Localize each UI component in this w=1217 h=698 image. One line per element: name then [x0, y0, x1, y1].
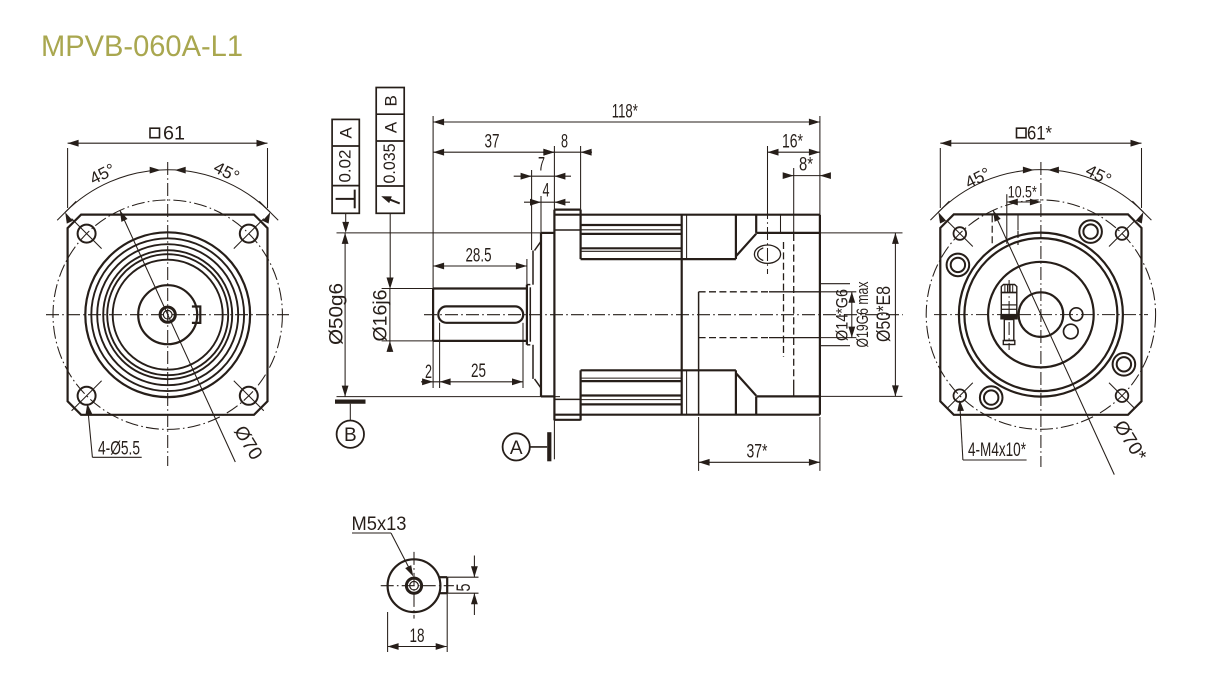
svg-text:118*: 118* — [612, 101, 638, 122]
svg-text:28.5: 28.5 — [466, 245, 492, 266]
svg-text:Ø16j6: Ø16j6 — [371, 290, 392, 342]
svg-text:7: 7 — [538, 155, 545, 176]
svg-text:B: B — [344, 425, 357, 446]
svg-text:Ø14*G6: Ø14*G6 — [834, 289, 852, 341]
svg-text:0.02: 0.02 — [337, 150, 355, 183]
svg-text:MPVB-060A-L1: MPVB-060A-L1 — [41, 30, 243, 63]
svg-text:8*: 8* — [799, 155, 813, 176]
svg-text:61*: 61* — [1027, 124, 1053, 145]
svg-text:A: A — [382, 121, 401, 133]
svg-text:M5x13: M5x13 — [352, 514, 407, 535]
svg-text:Ø50*E8: Ø50*E8 — [874, 286, 895, 342]
svg-text:B: B — [382, 95, 401, 106]
svg-text:37*: 37* — [747, 442, 768, 463]
svg-text:4-M4x10*: 4-M4x10* — [968, 440, 1026, 461]
svg-text:A: A — [337, 126, 356, 138]
svg-text:25: 25 — [471, 361, 486, 382]
svg-text:18: 18 — [410, 626, 425, 647]
svg-text:4-Ø5.5: 4-Ø5.5 — [98, 439, 140, 460]
svg-text:0.035: 0.035 — [381, 144, 399, 184]
svg-text:A: A — [510, 438, 523, 459]
svg-text:Ø19G6 max: Ø19G6 max — [854, 281, 872, 348]
svg-text:8: 8 — [561, 132, 568, 153]
svg-text:4: 4 — [543, 181, 550, 202]
svg-text:5: 5 — [454, 584, 475, 592]
svg-text:61: 61 — [163, 124, 185, 145]
svg-text:10.5*: 10.5* — [1008, 183, 1037, 202]
svg-text:2: 2 — [425, 362, 432, 383]
svg-text:37: 37 — [485, 132, 500, 153]
svg-text:Ø50g6: Ø50g6 — [327, 283, 348, 345]
svg-text:16*: 16* — [782, 132, 803, 153]
